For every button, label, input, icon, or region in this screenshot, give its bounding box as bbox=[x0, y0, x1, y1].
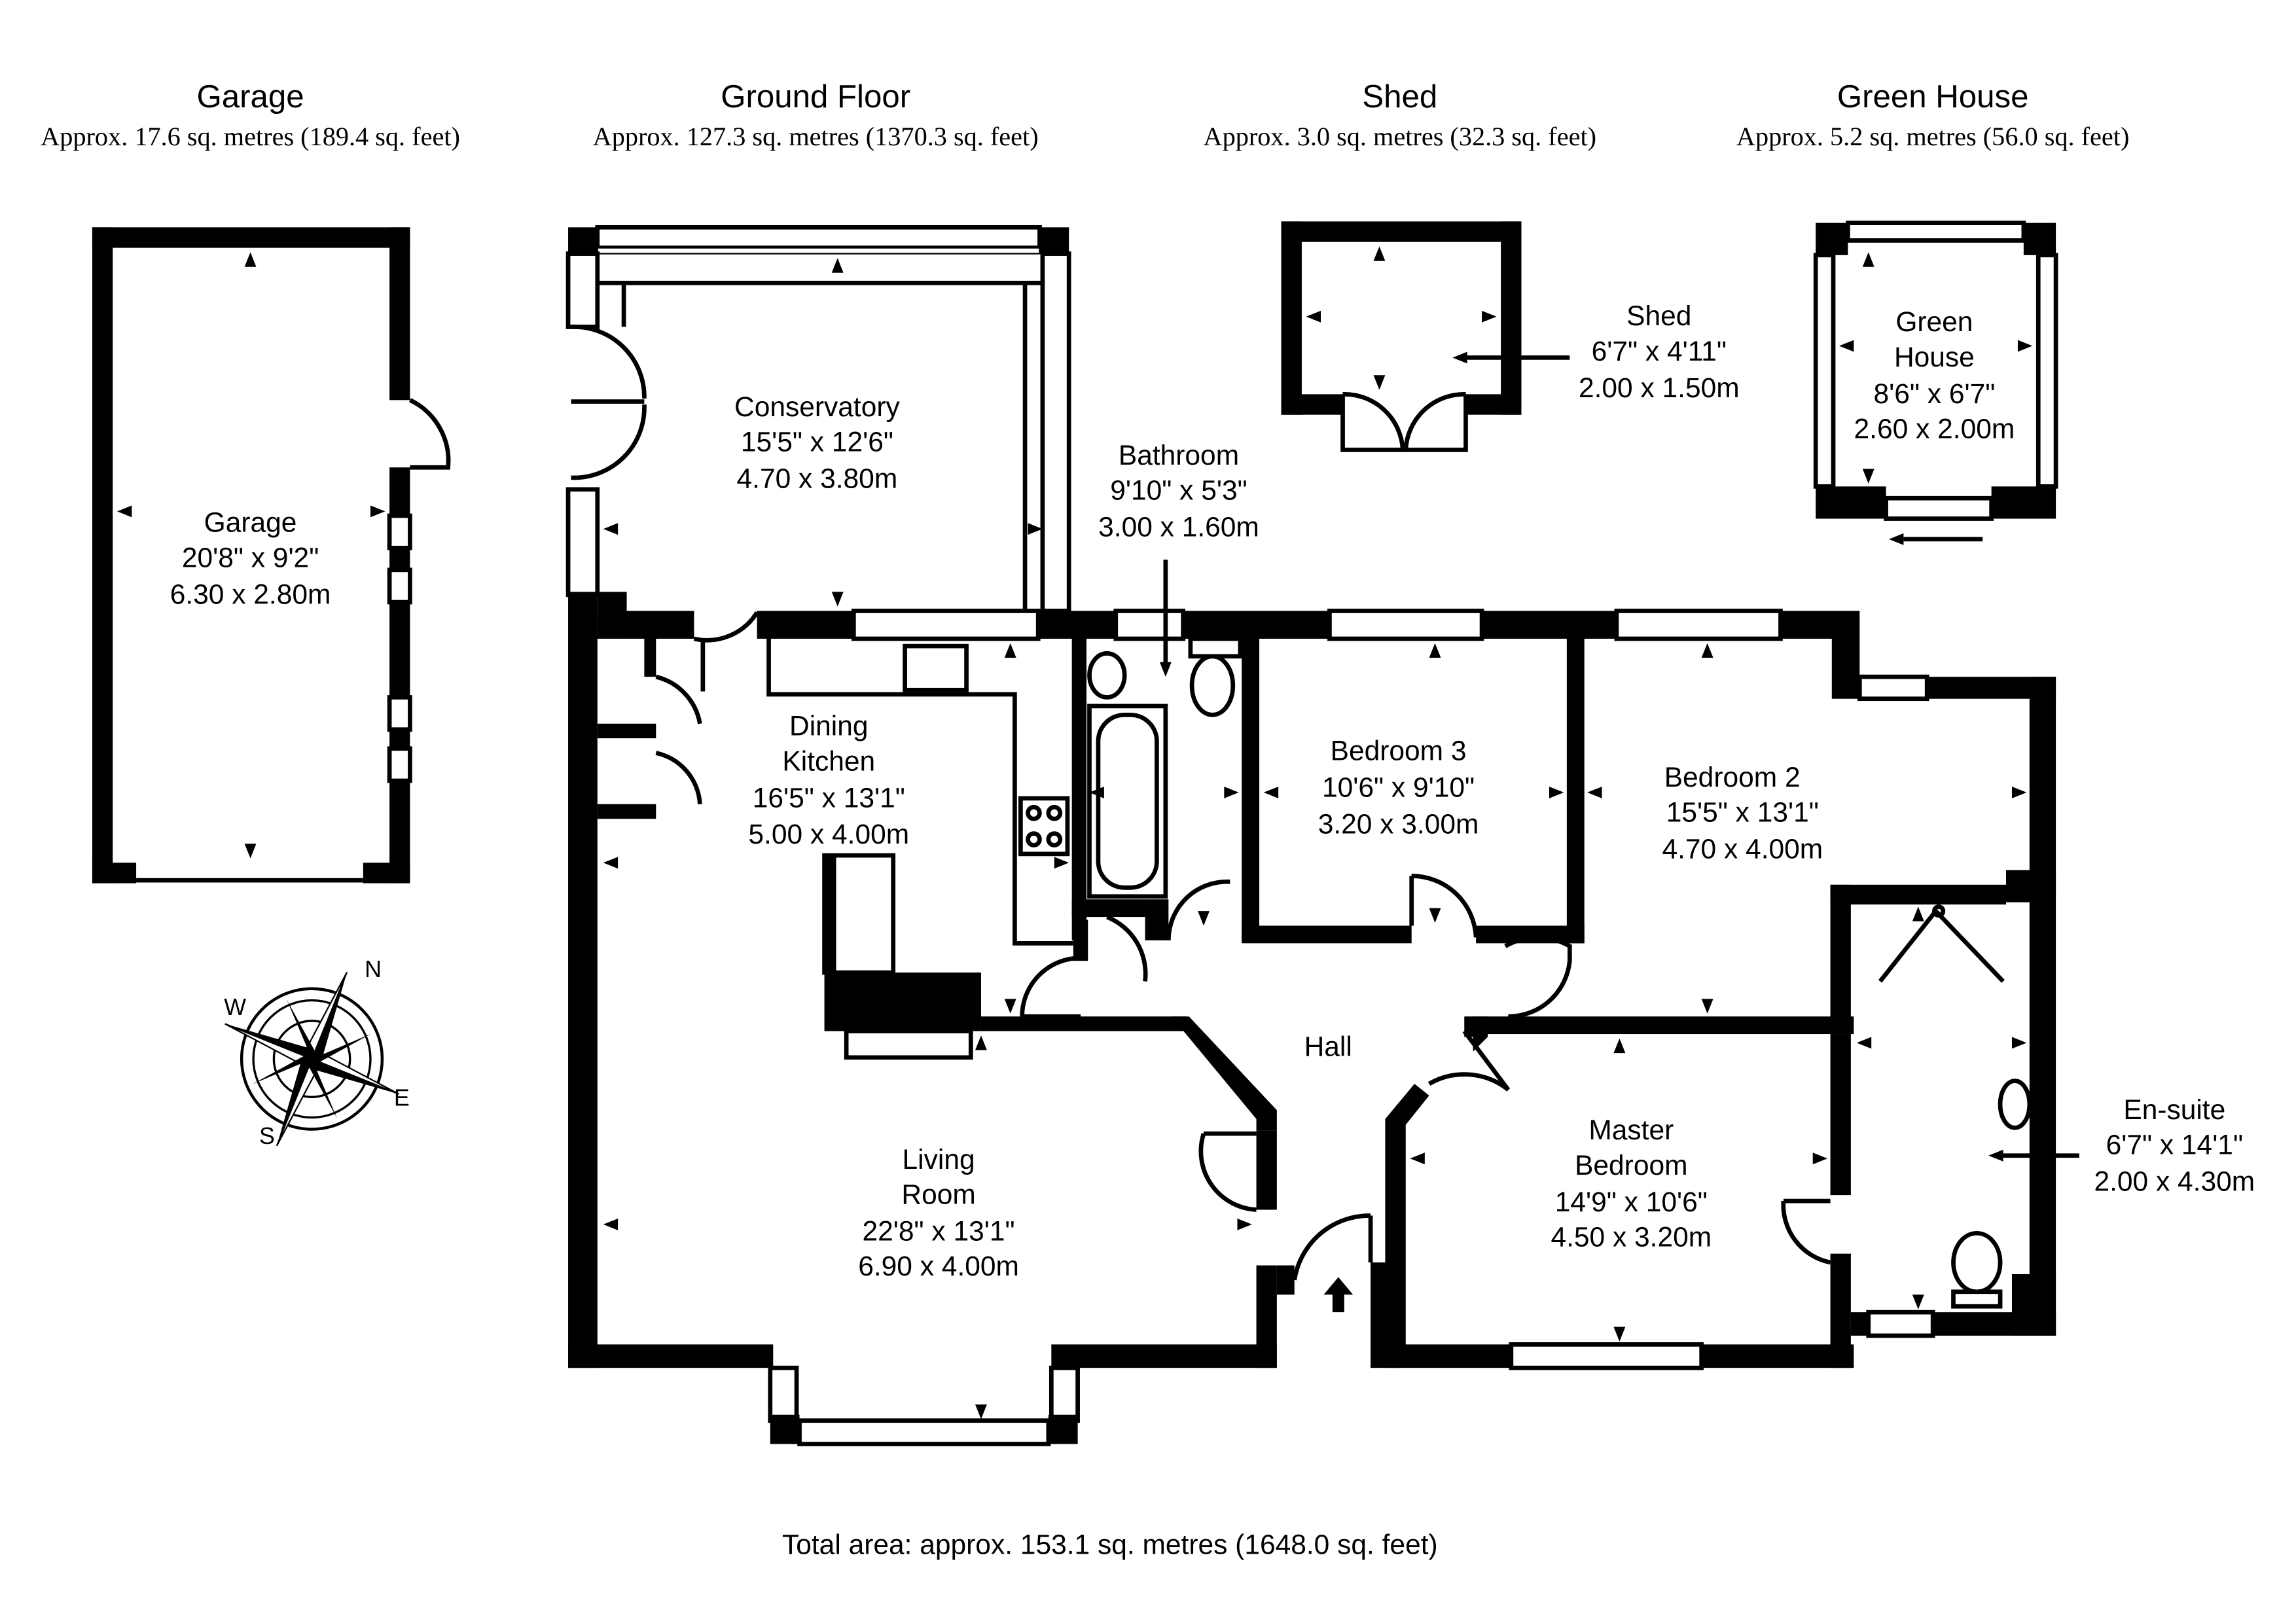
compass-n: N bbox=[365, 956, 382, 982]
conservatory-name: Conservatory bbox=[734, 392, 900, 423]
master-imperial: 14'9" x 10'6" bbox=[1555, 1187, 1708, 1218]
room-label-hall: Hall bbox=[1304, 1032, 1352, 1063]
shed-metric: 2.00 x 1.50m bbox=[1579, 373, 1740, 404]
garage-plan bbox=[92, 227, 451, 883]
dining-imperial: 16'5" x 13'1" bbox=[753, 783, 905, 813]
garage-imperial: 20'8" x 9'2" bbox=[182, 543, 319, 573]
header-greenhouse: Green House Approx. 5.2 sq. metres (56.0… bbox=[1736, 79, 2130, 151]
room-label-bathroom: Bathroom 9'10" x 5'3" 3.00 x 1.60m bbox=[1098, 440, 1259, 543]
conservatory-imperial: 15'5" x 12'6" bbox=[741, 427, 893, 458]
greenhouse-name-1: Green bbox=[1895, 307, 1973, 338]
header-ground-area: Approx. 127.3 sq. metres (1370.3 sq. fee… bbox=[593, 122, 1039, 151]
bedroom2-imperial: 15'5" x 13'1" bbox=[1666, 798, 1819, 829]
garage-name: Garage bbox=[204, 508, 297, 539]
bathroom-name: Bathroom bbox=[1119, 440, 1239, 471]
dining-name-2: Kitchen bbox=[782, 746, 875, 777]
header-ground-title: Ground Floor bbox=[721, 79, 910, 115]
room-label-living-room: Living Room 22'8" x 13'1" 6.90 x 4.00m bbox=[858, 1145, 1019, 1282]
header-shed-area: Approx. 3.0 sq. metres (32.3 sq. feet) bbox=[1204, 122, 1597, 151]
compass-rose: N E S W bbox=[224, 956, 410, 1149]
room-label-greenhouse: Green House 8'6" x 6'7" 2.60 x 2.00m bbox=[1854, 307, 2015, 444]
living-name-1: Living bbox=[903, 1145, 975, 1175]
header-shed-title: Shed bbox=[1362, 79, 1437, 115]
greenhouse-plan bbox=[1813, 221, 2058, 545]
header-greenhouse-title: Green House bbox=[1837, 79, 2029, 115]
conservatory-metric: 4.70 x 3.80m bbox=[737, 464, 898, 495]
header-ground-floor: Ground Floor Approx. 127.3 sq. metres (1… bbox=[593, 79, 1039, 151]
header-greenhouse-area: Approx. 5.2 sq. metres (56.0 sq. feet) bbox=[1736, 122, 2130, 151]
compass-e: E bbox=[394, 1085, 410, 1111]
living-metric: 6.90 x 4.00m bbox=[858, 1251, 1019, 1282]
living-name-2: Room bbox=[901, 1180, 975, 1211]
bathroom-metric: 3.00 x 1.60m bbox=[1098, 512, 1259, 543]
compass-w: W bbox=[224, 994, 246, 1020]
header-garage: Garage Approx. 17.6 sq. metres (189.4 sq… bbox=[41, 79, 460, 151]
bedroom3-name: Bedroom 3 bbox=[1331, 736, 1467, 767]
ensuite-metric: 2.00 x 4.30m bbox=[2094, 1166, 2255, 1197]
greenhouse-metric: 2.60 x 2.00m bbox=[1854, 414, 2015, 445]
shed-imperial: 6'7" x 4'11" bbox=[1592, 336, 1727, 367]
bedroom3-imperial: 10'6" x 9'10" bbox=[1322, 773, 1475, 804]
header-garage-area: Approx. 17.6 sq. metres (189.4 sq. feet) bbox=[41, 122, 460, 151]
room-label-en-suite: En-suite 6'7" x 14'1" 2.00 x 4.30m bbox=[2094, 1095, 2255, 1198]
living-imperial: 22'8" x 13'1" bbox=[863, 1217, 1015, 1247]
greenhouse-name-2: House bbox=[1894, 342, 1975, 373]
master-metric: 4.50 x 3.20m bbox=[1551, 1222, 1712, 1253]
room-label-shed: Shed 6'7" x 4'11" 2.00 x 1.50m bbox=[1579, 301, 1740, 404]
room-label-bedroom-2: Bedroom 2 15'5" x 13'1" 4.70 x 4.00m bbox=[1662, 762, 1823, 865]
dining-metric: 5.00 x 4.00m bbox=[748, 819, 909, 850]
garage-metric: 6.30 x 2.80m bbox=[170, 579, 331, 610]
compass-s: S bbox=[259, 1123, 275, 1149]
total-area: Total area: approx. 153.1 sq. metres (16… bbox=[782, 1529, 1438, 1560]
room-label-master-bedroom: Master Bedroom 14'9" x 10'6" 4.50 x 3.20… bbox=[1551, 1115, 1712, 1253]
dining-name-1: Dining bbox=[789, 711, 869, 742]
bathroom-imperial: 9'10" x 5'3" bbox=[1110, 475, 1247, 506]
header-garage-title: Garage bbox=[197, 79, 304, 115]
room-label-bedroom-3: Bedroom 3 10'6" x 9'10" 3.20 x 3.00m bbox=[1318, 736, 1479, 840]
room-label-dining-kitchen: Dining Kitchen 16'5" x 13'1" 5.00 x 4.00… bbox=[748, 711, 909, 851]
room-label-garage: Garage 20'8" x 9'2" 6.30 x 2.80m bbox=[170, 508, 331, 611]
room-label-conservatory: Conservatory 15'5" x 12'6" 4.70 x 3.80m bbox=[734, 392, 900, 495]
bedroom2-name: Bedroom 2 bbox=[1664, 762, 1801, 793]
greenhouse-imperial: 8'6" x 6'7" bbox=[1873, 379, 1995, 410]
shed-name: Shed bbox=[1626, 301, 1691, 332]
bedroom3-metric: 3.20 x 3.00m bbox=[1318, 810, 1479, 840]
bedroom2-metric: 4.70 x 4.00m bbox=[1662, 834, 1823, 865]
ensuite-name: En-suite bbox=[2123, 1095, 2225, 1126]
shed-plan bbox=[1281, 221, 1570, 452]
hall-name: Hall bbox=[1304, 1032, 1352, 1063]
ground-floor-plan bbox=[565, 224, 2079, 1446]
master-name-1: Master bbox=[1588, 1115, 1674, 1146]
header-shed: Shed Approx. 3.0 sq. metres (32.3 sq. fe… bbox=[1204, 79, 1597, 151]
master-name-2: Bedroom bbox=[1575, 1150, 1687, 1181]
ensuite-imperial: 6'7" x 14'1" bbox=[2106, 1130, 2243, 1161]
